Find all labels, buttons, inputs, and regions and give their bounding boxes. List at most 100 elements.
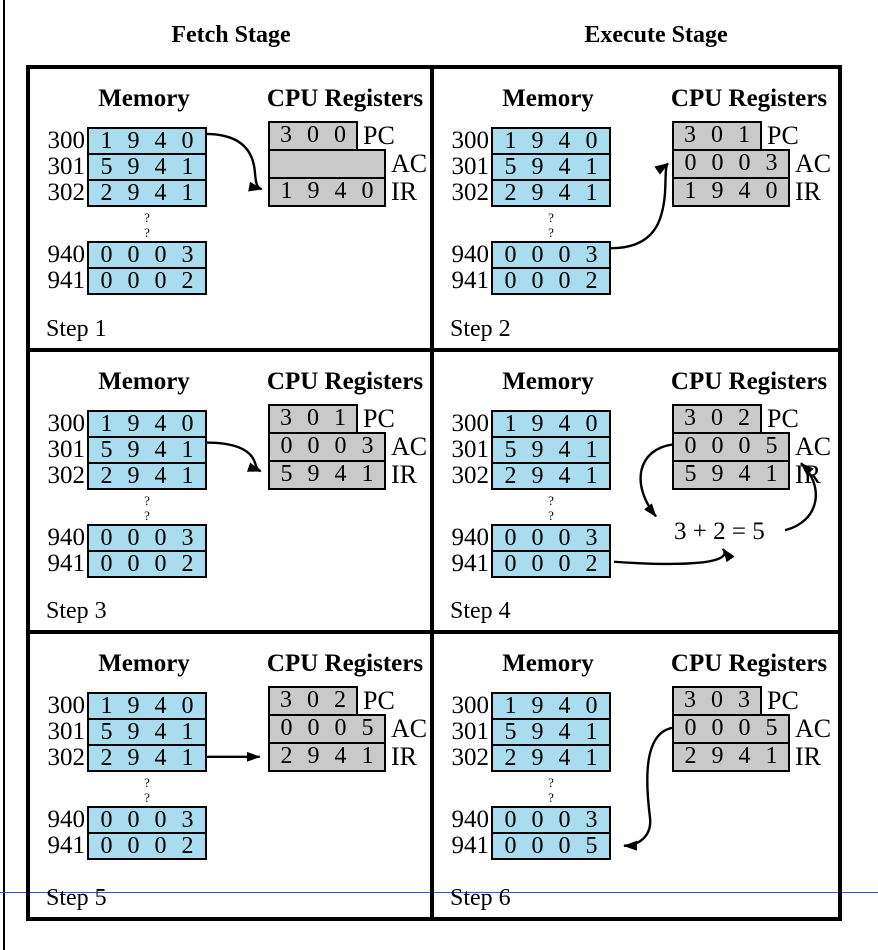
ac-register-row: 0 0 0 3 AC (672, 149, 831, 179)
memory-cell: 2 9 4 1 (87, 744, 207, 773)
ir-register-cell: 1 9 4 0 (672, 177, 790, 207)
ac-register-cell: 0 0 0 5 (672, 714, 790, 745)
ir-register-cell: 5 9 4 1 (268, 459, 386, 490)
step-panel: Memory CPU Registers 300 1 9 4 0 301 5 9… (434, 352, 838, 635)
arithmetic-annotation: 3 + 2 = 5 (674, 517, 765, 545)
memory-address: 941 (451, 267, 490, 294)
ac-register-row: 0 0 0 5 AC (672, 714, 832, 745)
ac-register-cell: 0 0 0 3 (268, 431, 386, 462)
memory-cell: 1 9 4 0 (491, 409, 611, 438)
pc-register-row: 3 0 1 PC (672, 121, 799, 151)
pc-register-label: PC (767, 121, 799, 150)
ac-register-label: AC (391, 149, 428, 178)
step-label: Step 1 (46, 315, 107, 342)
memory-row-941: 941 0 0 0 2 (45, 267, 207, 295)
gap-question-mark: ? (144, 790, 150, 806)
gap-question-mark: ? (548, 790, 554, 806)
memory-row-302: 302 2 9 4 1 (449, 461, 611, 490)
ir-register-label: IR (795, 742, 821, 772)
cpu-registers-title: CPU Registers (670, 650, 828, 678)
gap-question-mark: ? (548, 210, 554, 225)
memory-row-940: 940 0 0 0 3 (45, 523, 207, 552)
memory-row-941: 941 0 0 0 5 (449, 832, 611, 861)
memory-cell: 1 9 4 0 (491, 127, 611, 155)
cpu-registers-title: CPU Registers (670, 367, 828, 395)
memory-address: 940 (451, 241, 490, 268)
step-label: Step 5 (46, 884, 107, 911)
memory-cell: 1 9 4 0 (87, 692, 207, 721)
memory-address: 300 (47, 692, 86, 720)
fetch-stage-header: Fetch Stage (171, 22, 291, 48)
memory-cell: 0 0 0 3 (87, 241, 207, 269)
memory-address: 302 (451, 461, 490, 489)
step-panel: Memory CPU Registers 300 1 9 4 0 301 5 9… (434, 69, 838, 352)
memory-address: 302 (451, 744, 490, 772)
memory-row-302: 302 2 9 4 1 (449, 744, 611, 773)
ac-register-row: 0 0 0 3 AC (268, 431, 427, 462)
memory-cell: 0 0 0 3 (491, 523, 611, 552)
ir-register-cell: 2 9 4 1 (268, 742, 386, 773)
cpu-registers-title: CPU Registers (266, 85, 424, 112)
memory-address: 300 (47, 127, 86, 154)
memory-cell: 0 0 0 3 (87, 806, 207, 835)
memory-cell: 0 0 0 5 (491, 832, 611, 861)
memory-cell: 5 9 4 1 (87, 435, 207, 464)
memory-cell: 0 0 0 2 (87, 832, 207, 861)
pc-register-label: PC (363, 403, 395, 433)
memory-cell: 0 0 0 2 (87, 549, 207, 578)
memory-row-300: 300 1 9 4 0 (45, 692, 207, 721)
gap-question-mark: ? (144, 225, 150, 240)
ir-register-label: IR (795, 177, 821, 206)
ir-register-row: 2 9 4 1 IR (268, 742, 417, 773)
memory-gap-marks: ? ? (491, 210, 611, 240)
ir-register-row: 5 9 4 1 IR (672, 459, 821, 490)
step-label: Step 3 (46, 598, 107, 625)
memory-title: Memory (502, 650, 594, 678)
memory-row-301: 301 5 9 4 1 (449, 435, 611, 464)
pc-register-row: 3 0 2 PC (268, 686, 395, 717)
memory-title: Memory (98, 650, 190, 678)
memory-gap-marks: ? ? (87, 775, 207, 805)
memory-address: 302 (451, 179, 490, 206)
ac-register-cell (268, 149, 386, 179)
pc-register-row: 3 0 0 PC (268, 121, 395, 151)
memory-cell: 2 9 4 1 (87, 179, 207, 207)
memory-cell: 5 9 4 1 (491, 718, 611, 747)
pc-register-row: 3 0 2 PC (672, 403, 799, 434)
memory-cell: 2 9 4 1 (87, 461, 207, 490)
memory-address: 302 (47, 461, 86, 489)
ir-register-cell: 2 9 4 1 (672, 742, 790, 773)
gap-question-mark: ? (144, 775, 150, 791)
memory-title: Memory (502, 85, 594, 112)
memory-cell: 0 0 0 2 (87, 267, 207, 295)
memory-address: 302 (47, 744, 86, 772)
ir-register-cell: 5 9 4 1 (672, 459, 790, 490)
ir-register-row: 2 9 4 1 IR (672, 742, 821, 773)
memory-cell: 1 9 4 0 (491, 692, 611, 721)
memory-address: 301 (451, 153, 490, 180)
step-label: Step 6 (450, 884, 511, 911)
ir-register-label: IR (391, 177, 417, 206)
memory-address: 301 (47, 153, 86, 180)
memory-title: Memory (98, 85, 190, 112)
memory-address: 301 (451, 718, 490, 746)
ir-register-row: 1 9 4 0 IR (268, 177, 417, 207)
step-panel: Memory CPU Registers 300 1 9 4 0 301 5 9… (30, 634, 434, 917)
memory-address: 301 (47, 718, 86, 746)
memory-row-941: 941 0 0 0 2 (45, 549, 207, 578)
memory-cell: 5 9 4 1 (491, 435, 611, 464)
pc-register-cell: 3 0 0 (268, 121, 358, 151)
memory-cell: 0 0 0 3 (491, 806, 611, 835)
execute-stage-header: Execute Stage (584, 22, 728, 48)
ir-register-cell: 1 9 4 0 (268, 177, 386, 207)
ac-register-row: 0 0 0 5 AC (268, 714, 427, 745)
pc-register-label: PC (363, 686, 395, 716)
gap-question-mark: ? (548, 225, 554, 240)
memory-row-302: 302 2 9 4 1 (45, 179, 207, 207)
ac-register-label: AC (795, 714, 832, 744)
memory-row-300: 300 1 9 4 0 (45, 409, 207, 438)
gap-question-mark: ? (548, 775, 554, 791)
pc-register-cell: 3 0 2 (268, 686, 358, 717)
memory-row-302: 302 2 9 4 1 (45, 461, 207, 490)
memory-address: 301 (451, 435, 490, 463)
